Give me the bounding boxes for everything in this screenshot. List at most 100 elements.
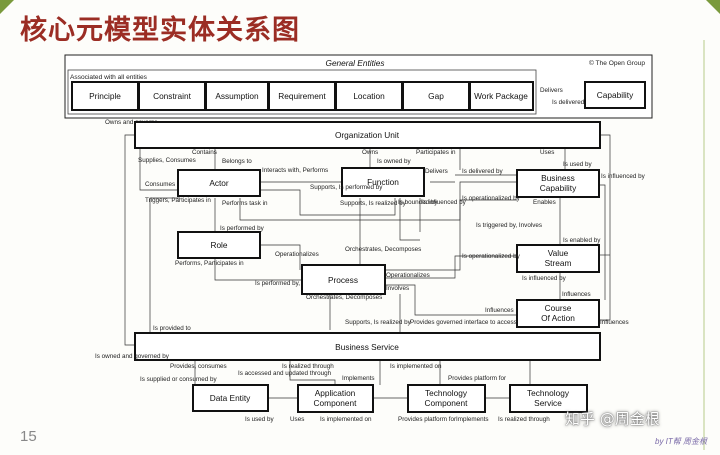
is-implemented-on-label-2: Is implemented on [320,416,372,423]
orchestrates-label: Orchestrates, Decomposes [345,246,421,253]
svg-text:Actor: Actor [209,178,229,188]
participates-in-label: Participates in [416,149,456,156]
role-entity: Role [177,231,261,259]
influences-label: Influences [562,291,591,298]
is-bounded-by-label: Is bounded by [398,199,438,206]
svg-text:Assumption: Assumption [215,91,259,101]
byline: by IT帮 周金根 [655,437,708,446]
is-delivered-by-label-2: Is delivered by [462,168,503,175]
provides-governed-label: Provides governed interface to access [410,319,517,326]
triggers-label: Triggers, Participates in [145,197,211,204]
svg-text:Location: Location [353,91,385,101]
general-entity-principle: Principle [71,81,139,111]
supplies-consumes-label: Supplies, Consumes [138,157,196,164]
involves-label: Involves [386,285,409,292]
uses-label-2: Uses [290,416,304,423]
performs-participates-label: Performs, Participates in [175,260,244,267]
owns-and-governs-label: Owns and governs [105,119,158,126]
is-influenced-by-label-3: Is influenced by [522,275,567,282]
owns-label: Owns [362,149,378,156]
is-owned-by-label: Is owned by [377,158,411,165]
is-used-by-label: Is used by [563,161,593,168]
enables-label: Enables [533,199,556,206]
svg-text:Process: Process [328,275,358,285]
data-entity-box: Data Entity [192,384,269,412]
svg-text:Function: Function [367,177,399,187]
is-influenced-label: Is influenced by [422,199,467,206]
is-realized-through-label: Is realized through [282,363,334,370]
svg-text:Requirement: Requirement [278,91,326,101]
is-owned-governed-label: Is owned and governed by [95,353,170,360]
process-entity: Process [301,264,386,295]
supports-performed-label: Supports, Is performed by [310,184,383,191]
orchestrates-label-2: Orchestrates, Decomposes [306,294,382,301]
slide-title: 核心元模型实体关系图 [20,15,300,46]
svg-text:Gap: Gap [428,91,444,101]
operationalized-by-label-2: Is operationalized by [462,253,521,260]
associated-label: Associated with all entities [70,74,148,81]
delivers-label: Delivers [540,87,563,94]
is-provided-to-label: Is provided to [153,325,191,332]
belongs-to-label: Belongs to [222,158,252,165]
is-implemented-on-label: Is implemented on [390,363,442,370]
delivers-label-2: Delivers [425,168,448,175]
implements-label: Implements [342,375,375,382]
svg-text:Organization Unit: Organization Unit [335,130,400,140]
is-triggered-by-label: Is triggered by, Involves [476,222,542,229]
general-entity-gap: Gap [402,81,470,111]
implements-label-2: Implements [456,416,489,423]
influences-label-3: Influences [600,319,629,326]
is-supplied-label: Is supplied or consumed by [140,376,218,383]
is-used-by-label-2: Is used by [245,416,275,423]
business-service-entity: Business Service [134,332,601,361]
general-entity-assumption: Assumption [205,81,269,111]
is-realized-through-label-2: Is realized through [498,416,550,423]
provides-platform-label-2: Provides platform for [398,416,456,423]
influences-label-2: Influences [485,307,514,314]
operationalizes-label-2: Operationalizes [386,272,430,279]
uses-label: Uses [540,149,554,156]
svg-text:Principle: Principle [89,91,121,101]
general-entity-work-package: Work Package [469,81,534,111]
function-entity: Function [341,167,425,197]
is-performed-involves-label: Is performed by, Involves [255,280,325,287]
general-entity-requirement: Requirement [268,81,336,111]
organization-unit-entity: Organization Unit [134,121,601,149]
is-performed-by-label: Is performed by [220,225,265,232]
general-entities-title: General Entities [325,58,384,68]
svg-text:Role: Role [210,240,227,250]
general-entity-location: Location [335,81,403,111]
copyright-label: © The Open Group [589,59,645,67]
page-number: 15 [20,428,37,445]
provides-platform-label: Provides platform for [448,375,506,382]
general-entity-constraint: Constraint [138,81,206,111]
svg-text:Business Service: Business Service [335,342,399,352]
connector-lines [124,81,611,399]
general-entity-list: Principle Constraint Assumption Requirem… [71,81,534,111]
capability-entity: Capability [584,81,646,109]
consumes-label: Consumes [145,181,175,188]
operationalized-by-label: Is operationalized by [462,195,521,202]
supports-realized-label: Supports, Is realized by [340,200,407,207]
is-accessed-label: Is accessed and updated through [238,370,332,377]
watermark: 知乎 @周金根 [565,410,660,428]
is-enabled-by-label: Is enabled by [563,237,601,244]
svg-text:Capability: Capability [597,90,634,100]
interacts-with-label: Interacts with, Performs [262,167,328,174]
performs-task-label: Performs task in [222,200,268,207]
is-delivered-by-label: Is delivered by [552,99,593,106]
operationalizes-label: Operationalizes [275,251,319,258]
contains-label: Contains [192,149,217,156]
svg-text:Data Entity: Data Entity [210,393,251,403]
